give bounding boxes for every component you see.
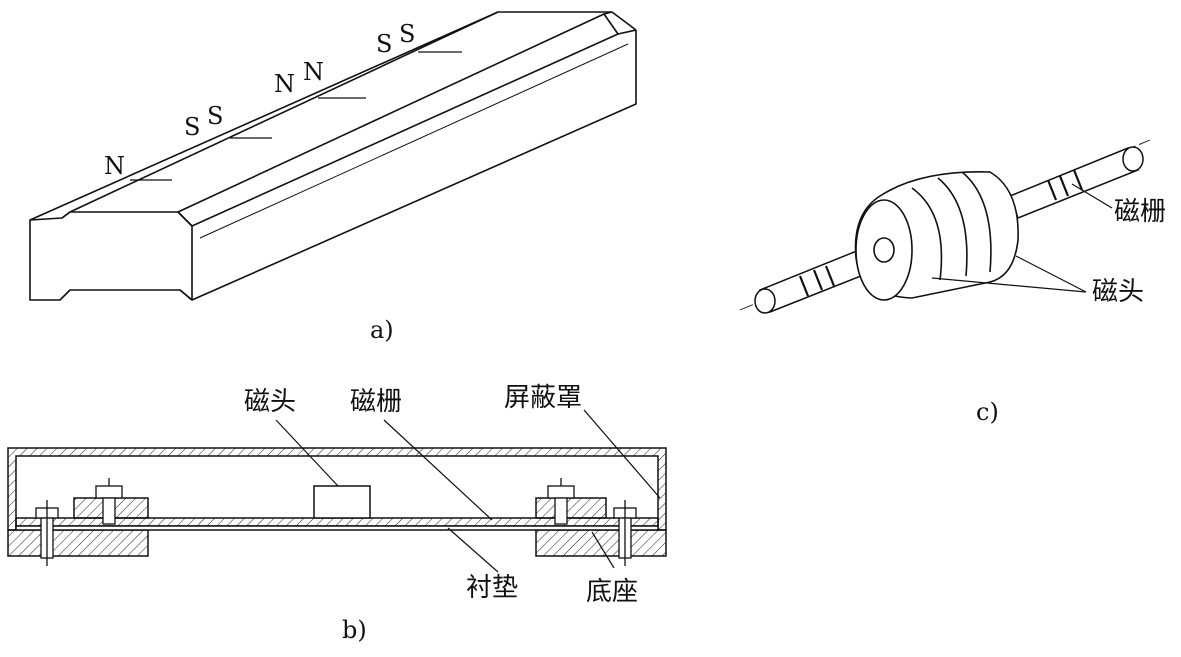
panel-b-leaders — [275, 409, 661, 573]
pole-label-n-2: N — [274, 70, 295, 98]
screws — [35, 478, 637, 566]
label-scale-b: 磁栅 — [350, 387, 402, 417]
caption-a: a) — [370, 316, 394, 344]
panel-b-assembly — [7, 447, 667, 557]
caption-b: b) — [342, 616, 367, 644]
pole-labels: N S S N N S S — [104, 20, 415, 180]
panel-a-scale-bar — [29, 11, 637, 301]
label-pad: 衬垫 — [466, 573, 518, 603]
pole-label-s-3: S — [376, 30, 392, 58]
label-shield: 屏蔽罩 — [504, 383, 582, 413]
pole-label-n-1: N — [104, 152, 125, 180]
panel-c-leaders — [931, 183, 1113, 293]
pole-label-s-2: S — [207, 102, 223, 130]
caption-c: c) — [976, 398, 999, 426]
pole-label-s-1: S — [184, 113, 200, 141]
pole-leaders — [130, 51, 462, 181]
pole-label-s-4: S — [399, 20, 415, 48]
label-base: 底座 — [586, 577, 638, 607]
panel-c-head-rings — [854, 171, 1019, 301]
label-scale-c: 磁栅 — [1114, 197, 1166, 227]
label-head-c: 磁头 — [1092, 277, 1144, 307]
pole-label-n-3: N — [303, 58, 324, 86]
label-head-b: 磁头 — [244, 387, 296, 417]
